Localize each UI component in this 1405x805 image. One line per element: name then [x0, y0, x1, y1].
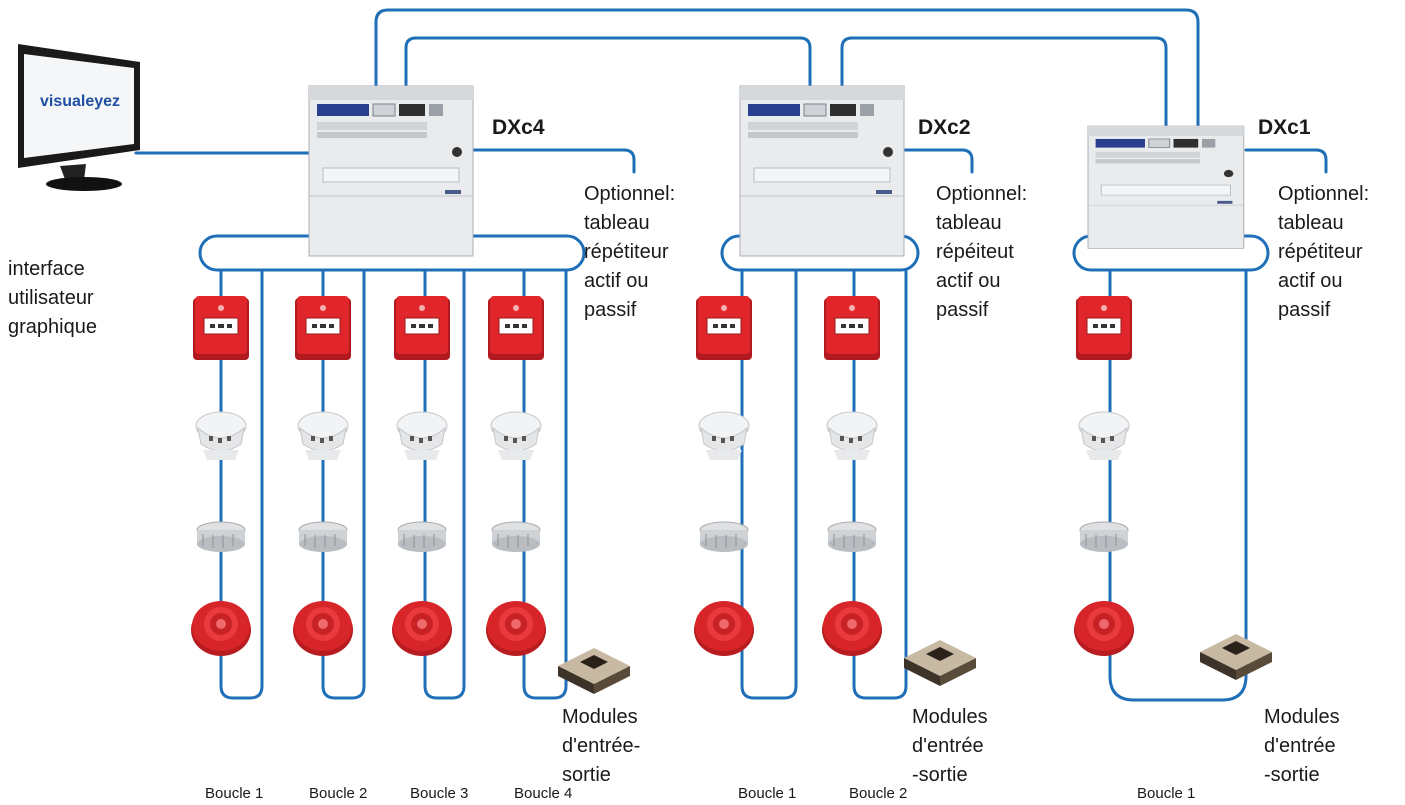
- smoke-detector-dxc2-2: [826, 411, 878, 461]
- io-modules-label-dxc4: Modules d'entrée- sortie: [562, 706, 641, 786]
- manual-call-point-dxc4-4: [487, 295, 545, 361]
- loop-label: Boucle 2: [309, 785, 368, 802]
- heat-detector-dxc4-4: [491, 521, 541, 553]
- sounder-dxc4-3: [392, 601, 452, 656]
- manual-call-point-dxc4-2: [294, 295, 352, 361]
- loop-dxc2-1: [740, 268, 798, 700]
- heat-detector-dxc4-3: [397, 521, 447, 553]
- sounder-dxc4-4: [486, 601, 546, 656]
- monitor-logo: visualeyez: [40, 93, 120, 110]
- manual-call-point-dxc2-1: [695, 295, 753, 361]
- io-modules-label-dxc2: Modules d'entrée -sortie: [912, 706, 988, 786]
- heat-detector-dxc1-1: [1079, 521, 1129, 553]
- sounder-dxc2-1: [694, 601, 754, 656]
- loop-dxc1-1: [1108, 268, 1248, 702]
- repeater-stub-dxc4: [472, 148, 636, 174]
- io-module-dxc4: [558, 648, 630, 694]
- loop-label: Boucle 4: [514, 785, 573, 802]
- smoke-detector-dxc1-1: [1078, 411, 1130, 461]
- sounder-dxc1-1: [1074, 601, 1134, 656]
- smoke-detector-dxc4-2: [297, 411, 349, 461]
- optional-repeater-label-dxc4: Optionnel: tableau répétiteur actif ou p…: [584, 183, 676, 321]
- loop-dxc2-2: [852, 268, 908, 700]
- sounder-dxc4-1: [191, 601, 251, 656]
- io-modules-label-dxc1: Modules d'entrée -sortie: [1264, 706, 1340, 786]
- loop-label: Boucle 3: [410, 785, 469, 802]
- panel-name-dxc2: DXc2: [918, 116, 971, 139]
- computer-monitor: visualeyez: [18, 44, 140, 191]
- smoke-detector-dxc4-3: [396, 411, 448, 461]
- io-module-dxc1: [1200, 634, 1272, 680]
- panel-name-dxc1: DXc1: [1258, 116, 1311, 139]
- network-wire-outer: [374, 8, 1200, 130]
- loop-dxc4-2: [321, 268, 366, 700]
- panel-dxc4: [308, 85, 474, 257]
- loop-dxc4-1: [219, 268, 264, 700]
- network-wire-dxc4-dxc2: [404, 36, 812, 88]
- loop-label: Boucle 2: [849, 785, 908, 802]
- heat-detector-dxc2-1: [699, 521, 749, 553]
- panel-name-dxc4: DXc4: [492, 116, 545, 139]
- loop-label: Boucle 1: [205, 785, 264, 802]
- loop-label: Boucle 1: [1137, 785, 1196, 802]
- repeater-stub-dxc2: [903, 148, 974, 174]
- network-wire-dxc2-dxc1: [840, 36, 1168, 130]
- manual-call-point-dxc4-1: [192, 295, 250, 361]
- manual-call-point-dxc2-2: [823, 295, 881, 361]
- repeater-stub-dxc1: [1244, 148, 1328, 174]
- panel-dxc1: [1087, 125, 1245, 249]
- optional-repeater-label-dxc1: Optionnel: tableau répétiteur actif ou p…: [1278, 183, 1370, 321]
- heat-detector-dxc4-1: [196, 521, 246, 553]
- heat-detector-dxc4-2: [298, 521, 348, 553]
- panel-dxc2: [739, 85, 905, 257]
- loop-dxc4-4: [522, 268, 568, 700]
- smoke-detector-dxc4-4: [490, 411, 542, 461]
- smoke-detector-dxc4-1: [195, 411, 247, 461]
- manual-call-point-dxc1-1: [1075, 295, 1133, 361]
- manual-call-point-dxc4-3: [393, 295, 451, 361]
- gui-label: interface utilisateur graphique: [8, 258, 97, 338]
- loop-dxc4-3: [423, 268, 466, 700]
- wiring-layer: [134, 8, 1328, 702]
- heat-detector-dxc2-2: [827, 521, 877, 553]
- io-module-dxc2: [904, 640, 976, 686]
- loop-label: Boucle 1: [738, 785, 797, 802]
- optional-repeater-label-dxc2: Optionnel: tableau répéiteut actif ou pa…: [936, 183, 1028, 321]
- sounder-dxc4-2: [293, 601, 353, 656]
- sounder-dxc2-2: [822, 601, 882, 656]
